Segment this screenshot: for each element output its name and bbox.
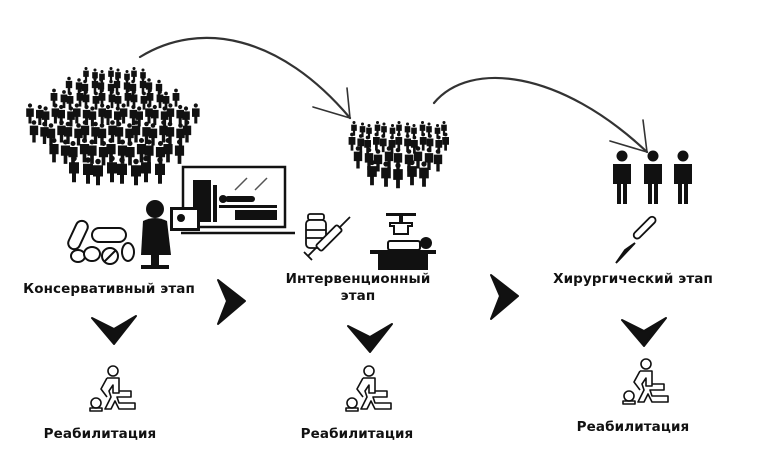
chevron-right-icon	[217, 279, 246, 325]
stage-title-interventional-line1: Интервенционный	[285, 271, 431, 287]
crowd-medium-icon	[348, 120, 449, 189]
rehab-label-conservative: Реабилитация	[43, 426, 157, 442]
chevron-down-icon	[91, 315, 137, 345]
chevron-down-icon	[347, 323, 393, 353]
vial-syringe-icon	[303, 213, 351, 261]
crowd-large-icon	[26, 66, 200, 186]
rehabilitation-icon	[89, 365, 136, 412]
stage-title-interventional-line2: этап	[340, 288, 376, 304]
chevron-right-icon	[490, 274, 519, 320]
chevron-down-icon	[621, 317, 667, 347]
c-arm-table-icon	[370, 213, 436, 270]
rehabilitation-icon	[622, 358, 669, 405]
rehab-label-interventional: Реабилитация	[300, 426, 414, 442]
pills-icon	[67, 219, 135, 265]
stage-title-surgical: Хирургический этап	[553, 271, 713, 287]
scalpel-icon	[615, 215, 657, 264]
stage-title-conservative: Консервативный этап	[23, 281, 195, 297]
rehab-label-surgical: Реабилитация	[576, 419, 690, 435]
three-people-icon	[613, 150, 692, 204]
rehabilitation-icon	[345, 365, 392, 412]
radiology-workstation-icon	[141, 165, 295, 269]
